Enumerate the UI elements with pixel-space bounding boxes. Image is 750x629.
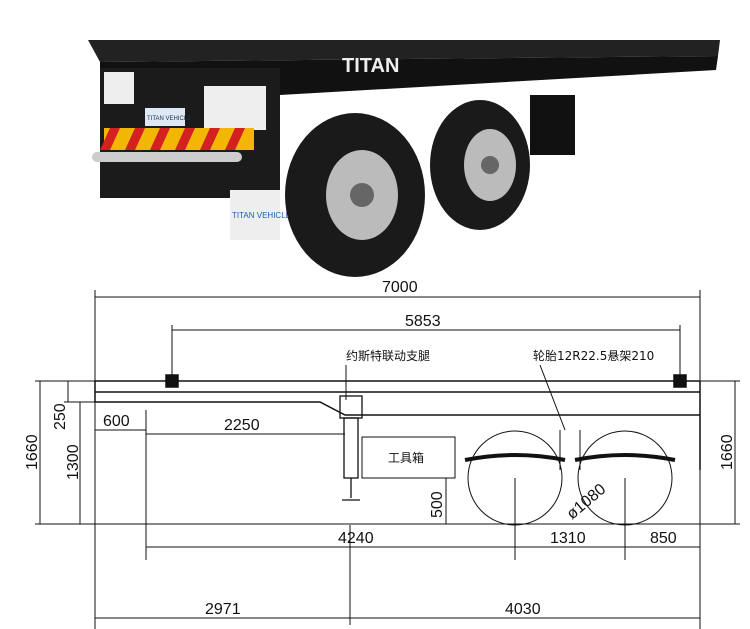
dim-overall-length: 7000 xyxy=(382,279,418,296)
rear-light-left xyxy=(104,72,134,104)
dim-rear-overhang: 850 xyxy=(650,530,677,547)
dim-kingpin-rear: 5853 xyxy=(405,313,441,330)
dim-front-overhang: 600 xyxy=(103,413,130,430)
label-landing-gear: 约斯特联动支腿 xyxy=(346,348,430,363)
license-plate xyxy=(145,108,185,126)
rear-bumper xyxy=(92,152,242,162)
plate-text: TITAN VEHICLE xyxy=(147,116,191,122)
wheel-front xyxy=(285,113,425,277)
dim-total-height-right: 1660 xyxy=(719,434,736,470)
brand-text: TITAN xyxy=(342,55,399,77)
dim-frame-height: 250 xyxy=(52,403,69,430)
deck-top xyxy=(88,40,720,62)
label-toolbox: 工具箱 xyxy=(388,450,424,465)
wheel-rear xyxy=(430,100,530,230)
toolbox-photo xyxy=(530,95,575,155)
dim-wheel-diameter: ø1080 xyxy=(564,481,610,523)
dim-fifth-wheel-height: 1300 xyxy=(65,444,82,480)
trailer-photo: TITAN VEHICLE TITAN TITAN VEHICLE xyxy=(88,40,720,277)
side-guard-panel xyxy=(230,190,280,240)
landing-gear xyxy=(339,395,363,501)
label-tire-suspension: 轮胎12R22.5悬架210 xyxy=(533,349,654,363)
dim-axle-spacing: 1310 xyxy=(550,530,586,547)
side-text: TITAN VEHICLE xyxy=(232,211,291,220)
dim-ground-clearance: 500 xyxy=(429,491,446,518)
dim-axle-position: 4240 xyxy=(338,530,374,547)
dim-landing-leg: 2250 xyxy=(224,417,260,434)
dimension-lines xyxy=(35,290,740,629)
toolbox-drawing xyxy=(361,436,456,479)
wheels-drawing xyxy=(345,364,676,526)
rear-light-right xyxy=(204,86,266,130)
dim-front-section: 2971 xyxy=(205,601,241,618)
dim-total-height: 1660 xyxy=(24,434,41,470)
dim-rear-section: 4030 xyxy=(505,601,541,618)
warning-stripes xyxy=(100,128,254,150)
trailer-frame xyxy=(94,374,701,470)
